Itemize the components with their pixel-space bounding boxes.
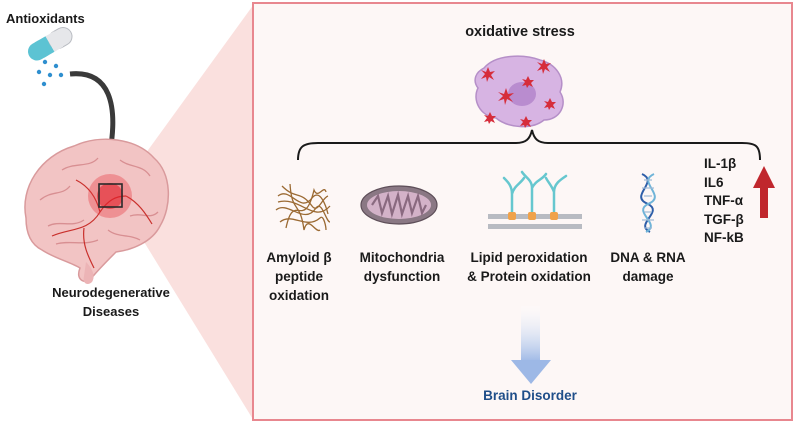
- effect-line: Mitochondria: [359, 250, 445, 265]
- effect-amyloid-caption: Amyloid β peptide oxidation: [254, 248, 344, 305]
- cytokine-item: IL6: [704, 174, 724, 190]
- antioxidant-particles-icon: [36, 59, 64, 87]
- increase-arrow-icon: [753, 166, 775, 218]
- ros-particles-icon: [481, 59, 556, 128]
- effect-line: peptide: [274, 269, 323, 284]
- effect-line: oxidation: [269, 288, 329, 303]
- capsule-icon: [28, 27, 73, 61]
- brain-disorder-label: Brain Disorder: [483, 388, 577, 403]
- cytokine-item: IL-1β: [704, 156, 737, 171]
- disease-label: Neurodegenerative Diseases: [20, 283, 202, 321]
- stressed-cell-icon: [474, 55, 564, 128]
- disease-label-line2: Diseases: [82, 304, 140, 319]
- amyloid-fibrils-icon: [275, 183, 331, 232]
- dna-helix-icon: [640, 173, 656, 233]
- effect-line: Lipid peroxidation: [470, 250, 588, 265]
- curved-arrow-icon: [69, 71, 116, 153]
- mitochondrion-icon: [360, 185, 438, 225]
- effect-line: DNA & RNA: [610, 250, 686, 265]
- cytokine-list: IL-1β IL6 TNF-α TGF-β NF-kB: [704, 155, 744, 248]
- curly-brace: [297, 129, 761, 161]
- effect-dna-caption: DNA & RNA damage: [600, 248, 696, 286]
- brain-icon: [24, 138, 170, 284]
- cytokine-item: TGF-β: [704, 211, 744, 227]
- antioxidants-label: Antioxidants: [6, 11, 85, 26]
- disease-label-line1: Neurodegenerative: [52, 285, 170, 300]
- focus-region-box: [98, 183, 123, 208]
- lipid-membrane-icon: [488, 170, 582, 229]
- effect-line: & Protein oxidation: [467, 269, 591, 284]
- down-arrow-icon: [511, 306, 551, 384]
- effect-line: damage: [622, 269, 674, 284]
- effect-line: dysfunction: [363, 269, 441, 284]
- effect-lipid-caption: Lipid peroxidation & Protein oxidation: [455, 248, 603, 286]
- oxidative-stress-title: oxidative stress: [465, 24, 575, 40]
- effect-line: Amyloid β: [266, 250, 332, 265]
- effect-mitochondria-caption: Mitochondria dysfunction: [352, 248, 452, 286]
- cytokine-item: NF-kB: [704, 230, 744, 245]
- cytokine-item: TNF-α: [704, 193, 744, 208]
